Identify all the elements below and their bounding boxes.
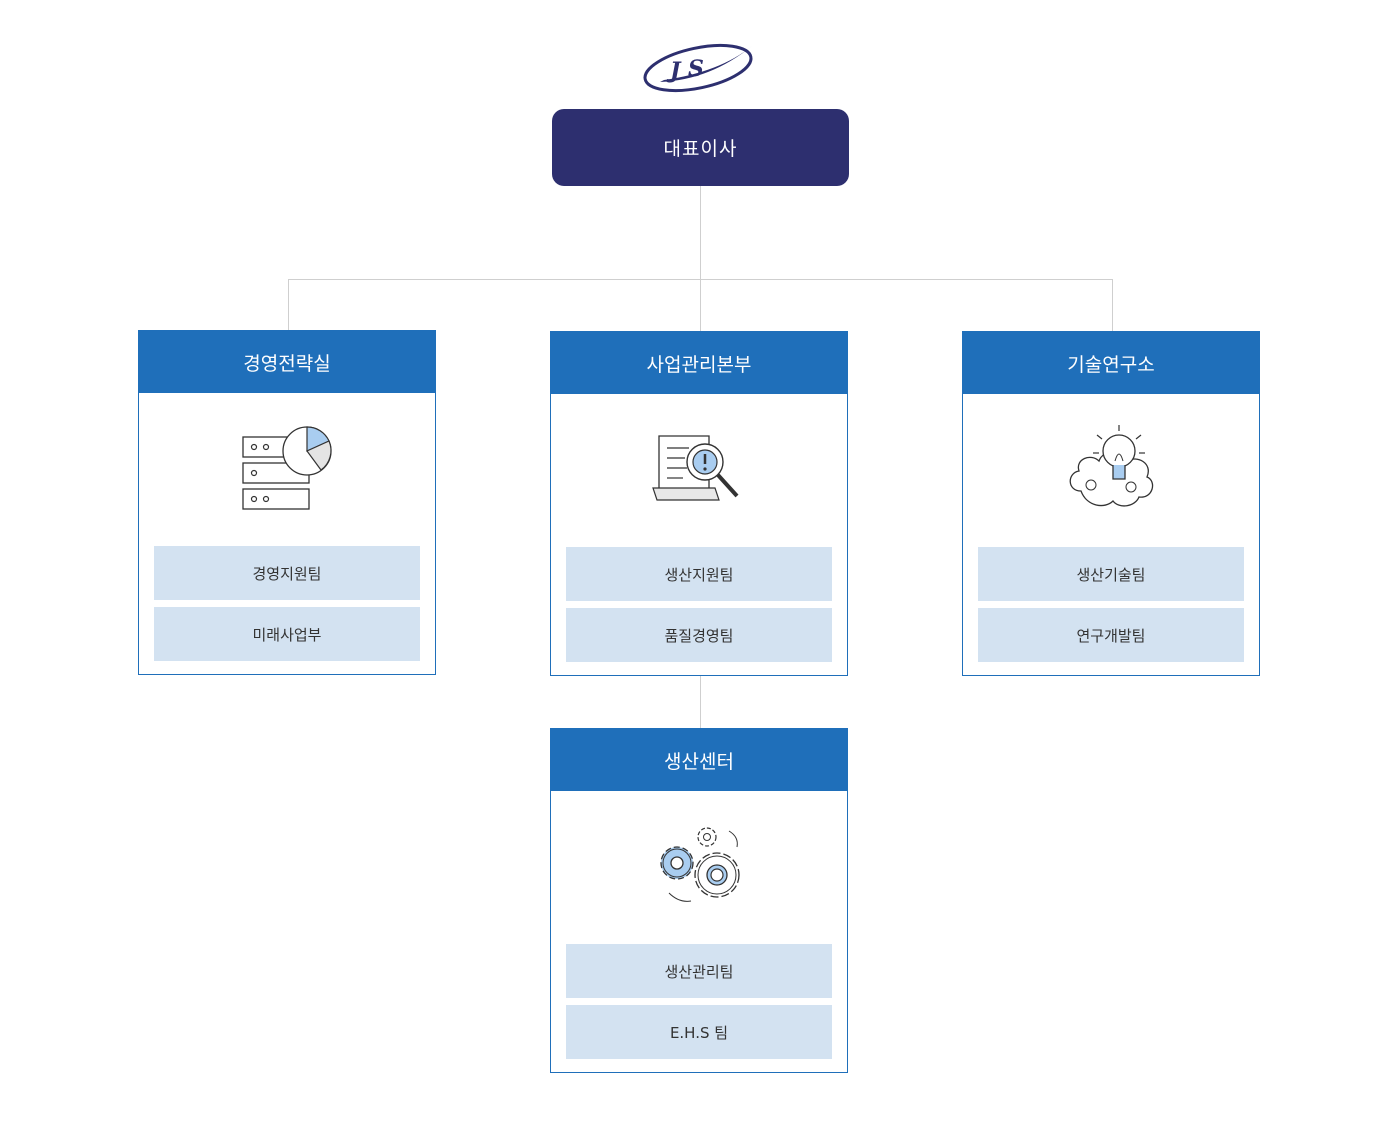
connector-right-down	[1112, 279, 1113, 331]
team-item: 연구개발팀	[978, 608, 1244, 662]
svg-text:J: J	[666, 58, 682, 84]
dept-header: 생산센터	[551, 729, 847, 791]
dept-title: 사업관리본부	[646, 353, 752, 376]
team-item: 생산지원팀	[566, 547, 832, 601]
dept-header: 사업관리본부	[551, 332, 847, 394]
dept-header: 기술연구소	[963, 332, 1259, 394]
dept-header: 경영전략실	[139, 331, 435, 393]
lightbulb-cloud-icon	[963, 394, 1259, 547]
js-logo: J S	[643, 43, 753, 93]
dept-management-strategy: 경영전략실 경영지원팀 미래사업부	[138, 330, 436, 675]
dept-research-lab: 기술연구소 생산기술팀 연구개발팀	[962, 331, 1260, 676]
team-item: 생산관리팀	[566, 944, 832, 998]
team-item: 생산기술팀	[978, 547, 1244, 601]
ceo-label: 대표이사	[663, 138, 738, 160]
team-item: 품질경영팀	[566, 608, 832, 662]
ceo-box: 대표이사	[552, 109, 849, 186]
document-magnifier-icon	[551, 394, 847, 547]
dept-title: 경영전략실	[243, 352, 331, 375]
team-item: 미래사업부	[154, 607, 420, 661]
svg-text:S: S	[688, 56, 704, 82]
dept-production-center: 생산센터 생산관리팀 E.H.S 팀	[550, 728, 848, 1073]
team-item: E.H.S 팀	[566, 1005, 832, 1059]
connector-horizontal	[288, 279, 1113, 280]
server-chart-icon	[139, 393, 435, 546]
dept-business-management: 사업관리본부 생산지원팀 품질경영팀	[550, 331, 848, 676]
connector-ceo-down	[700, 186, 701, 331]
dept-title: 기술연구소	[1067, 353, 1155, 376]
connector-center-to-production	[700, 676, 701, 728]
connector-left-down	[288, 279, 289, 330]
gears-icon	[551, 791, 847, 944]
dept-title: 생산센터	[664, 750, 734, 773]
team-item: 경영지원팀	[154, 546, 420, 600]
